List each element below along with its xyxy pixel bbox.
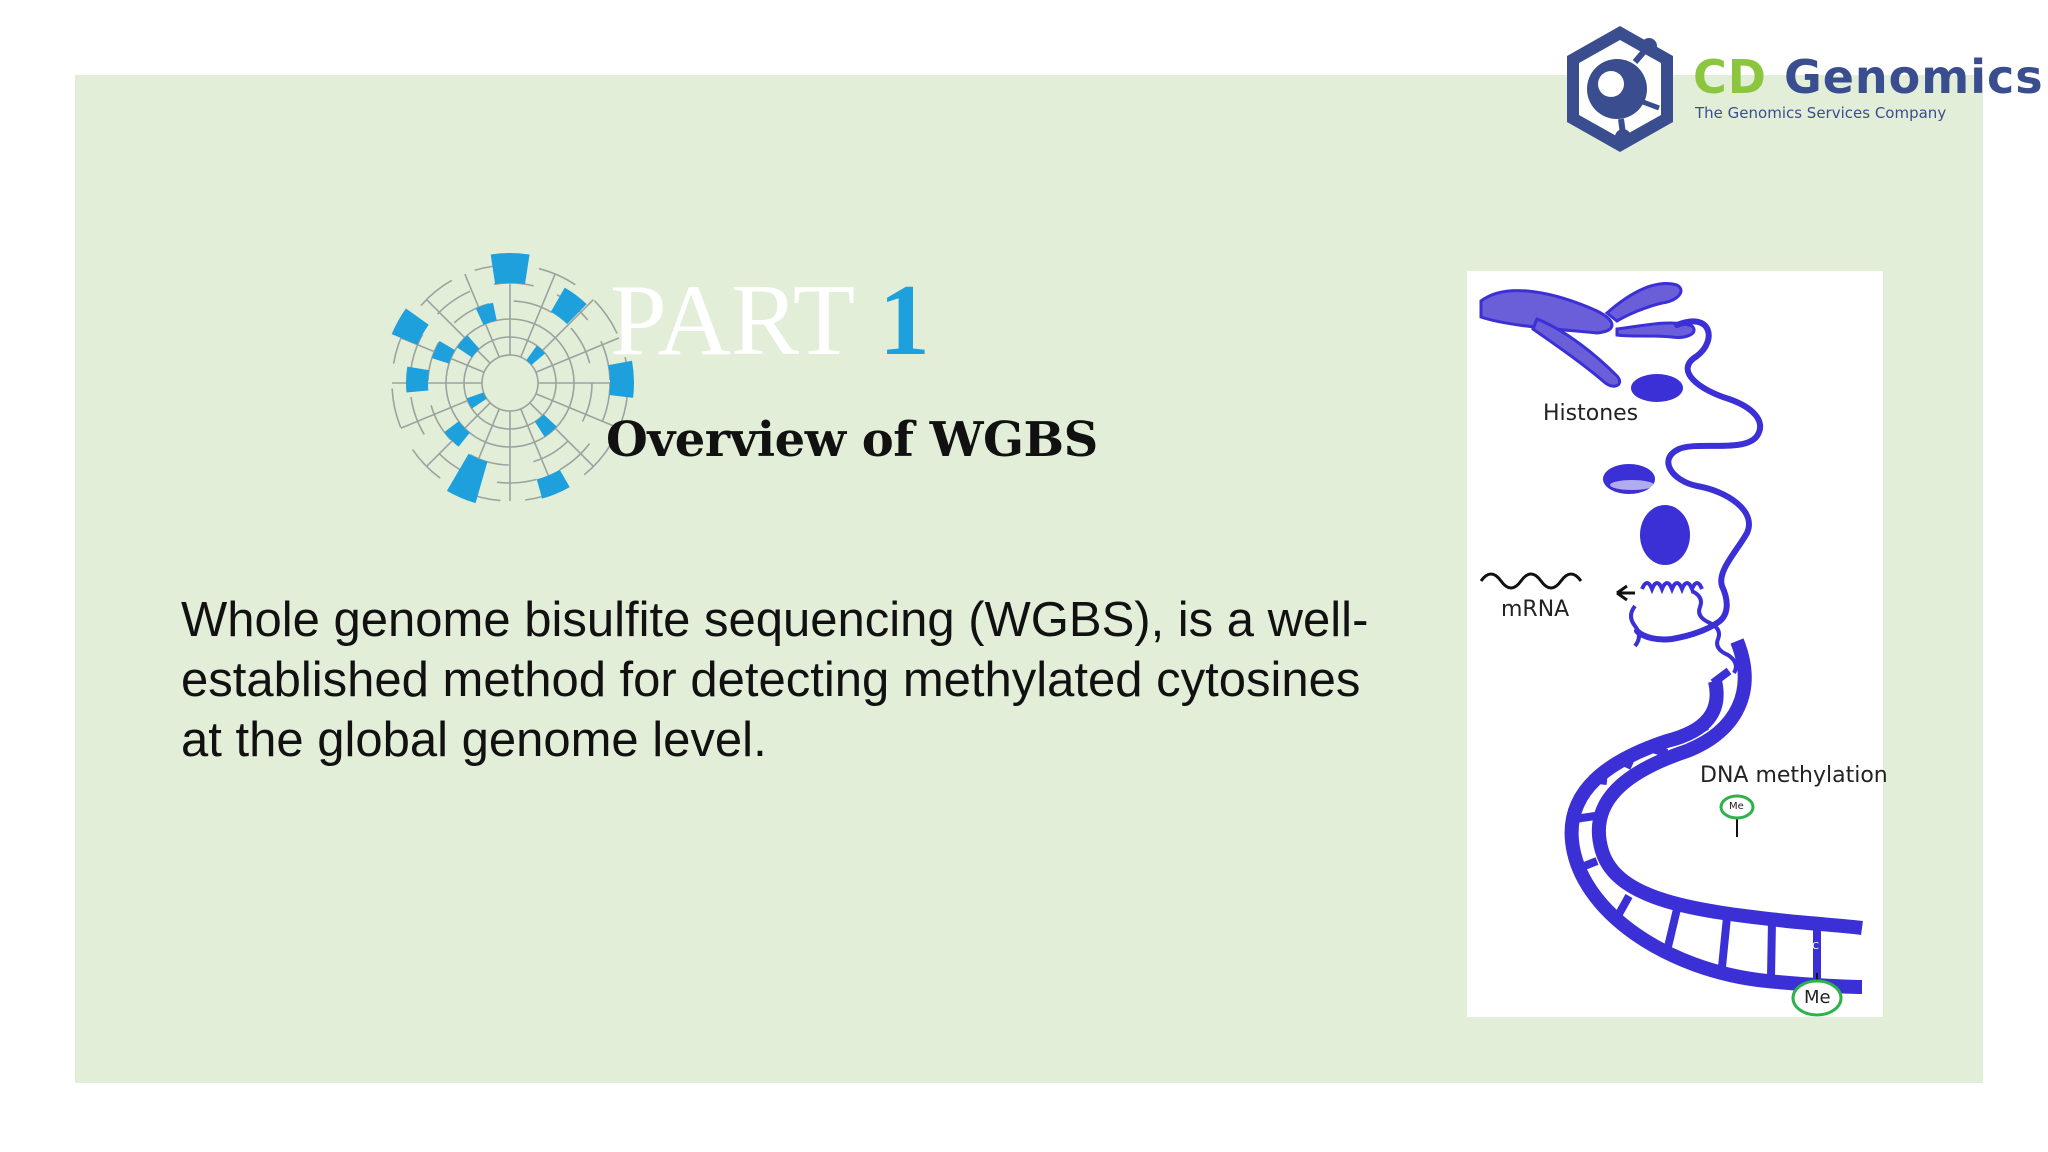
wheel-segment	[490, 253, 530, 285]
chromatin-methylation-figure: Histones mRNA DNA methylation Me Me C G …	[1467, 271, 1888, 1017]
wheel-segment	[431, 340, 456, 364]
wheel-segment	[534, 414, 557, 437]
chromatin-strand	[1634, 318, 1764, 643]
company-logo: CD Genomics The Genomics Services Compan…	[1555, 22, 2045, 162]
wheel-segment	[608, 360, 634, 398]
dna-coil	[1640, 581, 1704, 595]
molecule-hexagon-icon	[1567, 26, 1673, 152]
logo-wordmark-cd: CD	[1693, 50, 1767, 104]
label-mrna: mRNA	[1501, 597, 1570, 622]
dna-rungs	[1574, 667, 1821, 983]
label-histones: Histones	[1543, 401, 1639, 426]
section-part-title: PART 1	[610, 270, 930, 372]
part-number: 1	[878, 264, 930, 377]
wheel-segment	[475, 302, 497, 325]
wheel-segment	[456, 335, 480, 358]
label-dna-methylation: DNA methylation	[1700, 763, 1888, 788]
label-base-c1: C	[1733, 837, 1740, 848]
logo-wordmark-genomics: Genomics	[1783, 50, 2044, 104]
dna-ribbon-top	[1591, 638, 1863, 935]
nucleosome-3	[1640, 505, 1690, 565]
label-me-large: Me	[1804, 987, 1831, 1008]
label-base-g1: G	[1812, 849, 1820, 860]
nucleosome-1	[1631, 374, 1683, 402]
wheel-segment	[446, 453, 488, 504]
wheel-segment	[536, 469, 570, 499]
methyl-marker-small	[1719, 794, 1755, 820]
body-paragraph: Whole genome bisulfite sequencing (WGBS)…	[181, 593, 1369, 767]
wheel-segment	[444, 421, 470, 447]
wheel-segment	[550, 287, 587, 325]
arrow-left-icon	[1616, 584, 1635, 602]
label-me-small: Me	[1729, 801, 1744, 812]
methyl-marker-large	[1791, 979, 1843, 1017]
label-base-c2: C	[1812, 941, 1819, 952]
chromatin-illustration	[1479, 281, 1863, 1017]
chromosome-icon	[1479, 281, 1696, 388]
wheel-segment	[466, 392, 487, 409]
section-subtitle: Overview of WGBS	[606, 412, 1098, 468]
mrna-strand	[1479, 572, 1583, 590]
radial-wheel-decoration-icon	[391, 253, 634, 504]
wheel-segment	[526, 345, 546, 365]
wheel-segment	[391, 308, 429, 345]
label-base-g2: G	[1734, 927, 1742, 938]
logo-wordmark: CD Genomics	[1693, 50, 2044, 104]
dna-ribbon-bottom	[1564, 679, 1863, 994]
wheel-segment	[406, 366, 430, 393]
logo-tagline: The Genomics Services Company	[1695, 104, 1947, 122]
part-word: PART	[610, 264, 854, 377]
